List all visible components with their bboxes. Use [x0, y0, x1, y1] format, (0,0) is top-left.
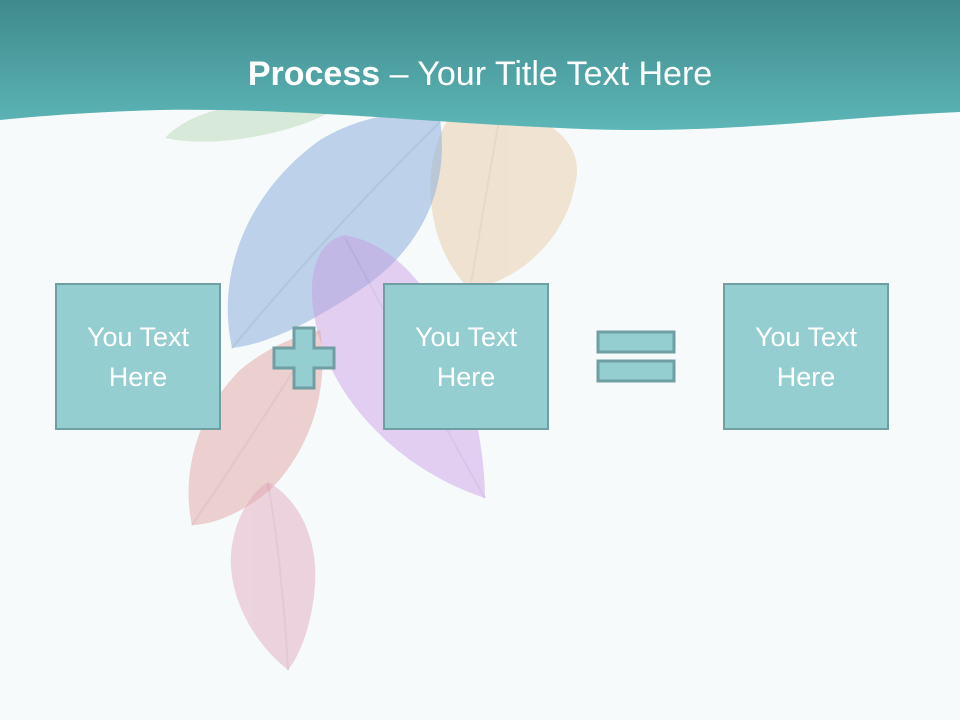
title-rest: – Your Title Text Here: [380, 55, 713, 93]
text-box-3: You Text Here: [723, 283, 889, 430]
text-box-1-label: You Text Here: [86, 321, 190, 392]
text-box-3-label: You Text Here: [754, 321, 858, 392]
slide-title: Process – Your Title Text Here: [0, 52, 960, 96]
text-box-2: You Text Here: [383, 283, 549, 430]
header-banner: [0, 0, 960, 131]
equals-icon: [596, 330, 676, 383]
plus-icon: [272, 326, 336, 390]
text-box-1: You Text Here: [55, 283, 221, 430]
title-bold: Process: [247, 55, 381, 93]
text-box-2-label: You Text Here: [414, 321, 518, 392]
